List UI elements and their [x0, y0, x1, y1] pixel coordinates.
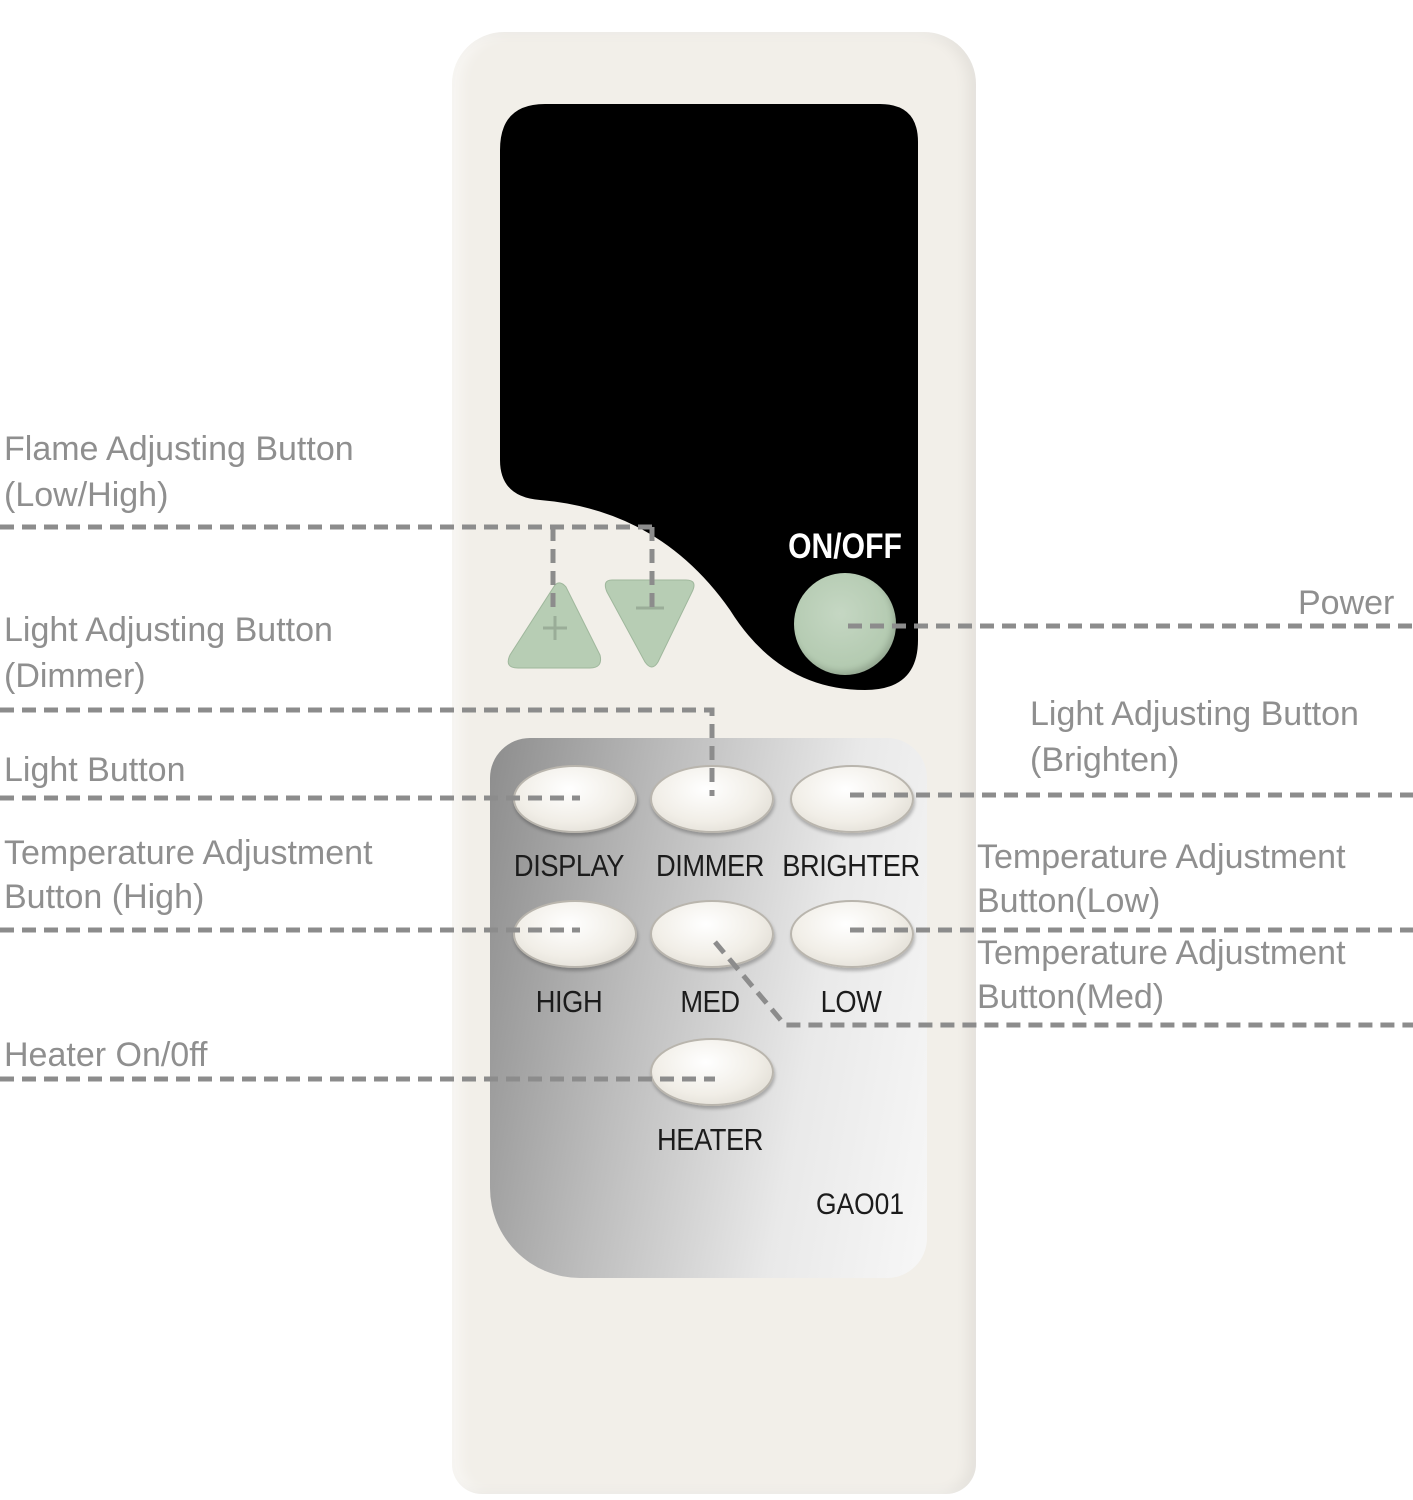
- power-label: ON/OFF: [788, 527, 902, 566]
- callout-heater-line1: Heater On/0ff: [4, 1036, 208, 1074]
- callout-dimmer-line2: (Dimmer): [4, 657, 146, 695]
- callout-temp-high: Temperature Adjustment Button (High): [4, 831, 373, 919]
- med-button[interactable]: [650, 900, 774, 968]
- leader-flame: [0, 524, 655, 612]
- callout-dimmer-line1: Light Adjusting Button: [4, 611, 333, 649]
- callout-flame-line2: (Low/High): [4, 476, 169, 514]
- high-button[interactable]: [513, 900, 637, 968]
- dimmer-label: DIMMER: [656, 848, 764, 883]
- brighter-button[interactable]: [790, 765, 914, 833]
- leader-dimmer: [0, 707, 715, 796]
- model-label: GAO01: [815, 1188, 905, 1221]
- flame-down-button[interactable]: [604, 579, 695, 668]
- callout-power-line1: Power: [1298, 584, 1395, 622]
- callout-temp-low-line1: Temperature Adjustment: [977, 838, 1346, 876]
- callout-power: Power: [1298, 580, 1394, 626]
- low-button[interactable]: [790, 900, 914, 968]
- dimmer-button[interactable]: [650, 765, 774, 833]
- callout-light-line1: Light Button: [4, 751, 186, 789]
- callout-temp-high-line2: Button (High): [4, 878, 205, 916]
- callout-brighten: Light Adjusting Button (Brighten): [1030, 691, 1359, 783]
- callout-temp-med-line2: Button(Med): [977, 978, 1165, 1016]
- plus-icon: [543, 616, 567, 640]
- callout-brighten-line1: Light Adjusting Button: [1030, 695, 1359, 733]
- callout-flame-line1: Flame Adjusting Button: [4, 430, 354, 468]
- callout-temp-med-line1: Temperature Adjustment: [977, 934, 1346, 972]
- callout-heater: Heater On/0ff: [4, 1032, 208, 1078]
- callout-temp-low: Temperature Adjustment Button(Low): [977, 835, 1346, 923]
- high-label: HIGH: [535, 984, 603, 1019]
- callout-temp-low-line2: Button(Low): [977, 882, 1161, 920]
- callout-flame: Flame Adjusting Button (Low/High): [4, 426, 354, 518]
- callout-temp-high-line1: Temperature Adjustment: [4, 834, 373, 872]
- low-label: LOW: [820, 984, 882, 1019]
- heater-button[interactable]: [650, 1038, 774, 1106]
- heater-label: HEATER: [656, 1122, 763, 1157]
- callout-temp-med: Temperature Adjustment Button(Med): [977, 931, 1346, 1019]
- brighter-label: BRIGHTER: [782, 848, 920, 883]
- callout-brighten-line2: (Brighten): [1030, 741, 1180, 779]
- callout-dimmer: Light Adjusting Button (Dimmer): [4, 607, 333, 699]
- callout-light: Light Button: [4, 747, 185, 793]
- display-label: DISPLAY: [513, 848, 625, 883]
- flame-up-button[interactable]: [507, 582, 601, 669]
- med-label: MED: [680, 984, 740, 1019]
